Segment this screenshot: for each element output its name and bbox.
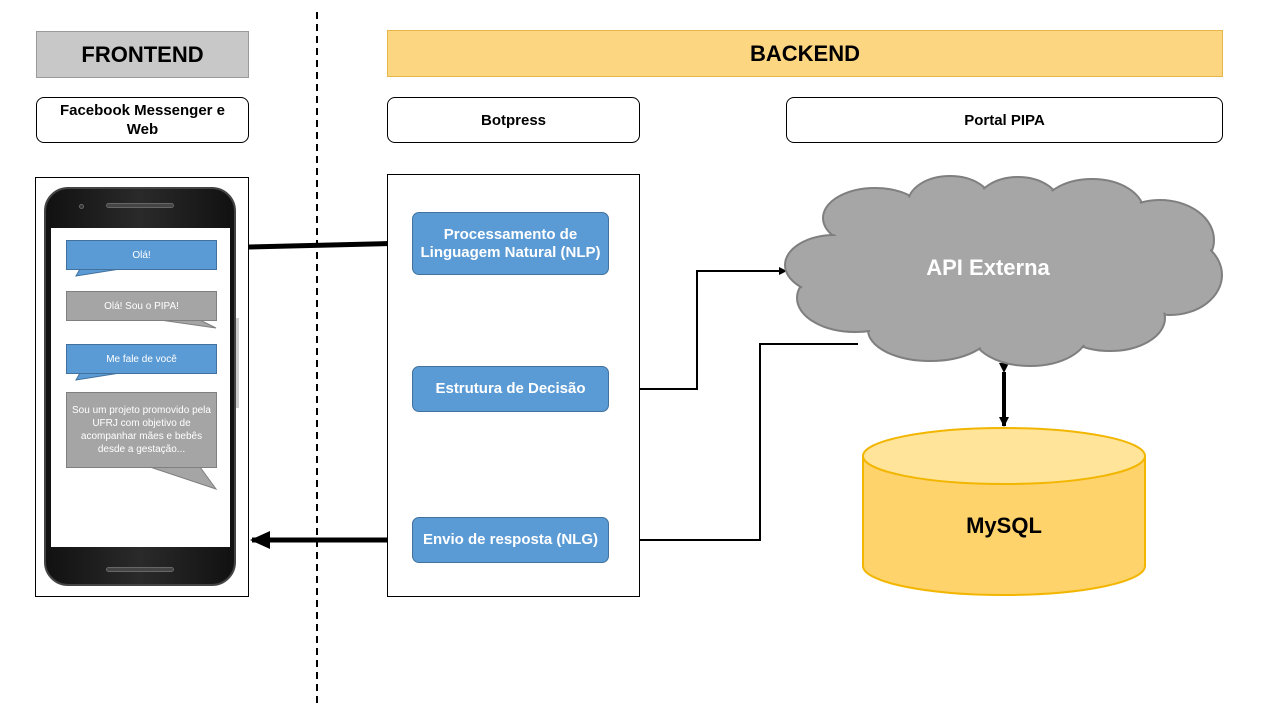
decision-process-box: Estrutura de Decisão bbox=[412, 366, 609, 412]
portal-label: Portal PIPA bbox=[786, 97, 1223, 143]
phone-camera-icon bbox=[79, 204, 84, 209]
chat-bubble-user-1: Olá! bbox=[66, 240, 217, 270]
api-externa-label: API Externa bbox=[926, 255, 1050, 280]
chat-bubble-user-2: Me fale de você bbox=[66, 344, 217, 374]
phone-side-button bbox=[236, 318, 239, 408]
phone-screen bbox=[51, 228, 230, 547]
mysql-label: MySQL bbox=[966, 513, 1042, 538]
arrow-api-to-nlg bbox=[608, 343, 858, 544]
phone-speaker bbox=[106, 203, 174, 208]
mysql-database-shape bbox=[862, 427, 1146, 596]
nlg-process-box: Envio de resposta (NLG) bbox=[412, 517, 609, 563]
frontend-header: FRONTEND bbox=[36, 31, 249, 78]
nlp-process-box: Processamento de Linguagem Natural (NLP) bbox=[412, 212, 609, 275]
chat-bubble-bot-2: Sou um projeto promovido pela UFRJ com o… bbox=[66, 392, 217, 468]
chat-bubble-bot-1: Olá! Sou o PIPA! bbox=[66, 291, 217, 321]
arrow-decision-to-api bbox=[608, 267, 787, 390]
phone-home-bar bbox=[106, 567, 174, 572]
messenger-label: Facebook Messenger e Web bbox=[36, 97, 249, 143]
arrow-phone-to-nlp bbox=[248, 234, 412, 253]
botpress-label: Botpress bbox=[387, 97, 640, 143]
api-cloud-shape bbox=[784, 175, 1223, 367]
backend-header: BACKEND bbox=[387, 30, 1223, 77]
